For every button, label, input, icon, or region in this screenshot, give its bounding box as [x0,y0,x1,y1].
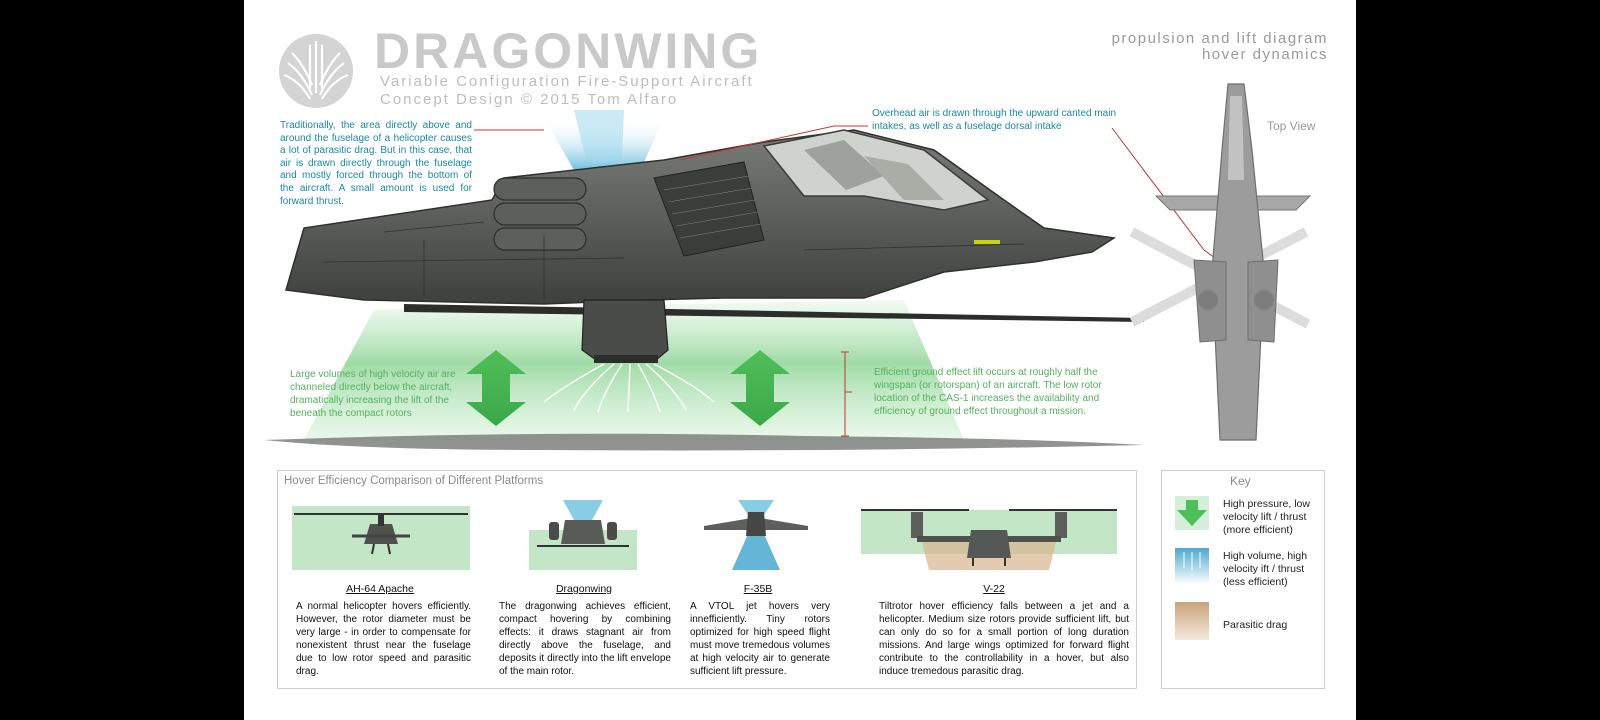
platform-desc-dragonwing: The dragonwing achieves efficient, compa… [499,601,671,677]
legend-label-parasitic-drag: Parasitic drag [1223,619,1288,631]
legend-title: Key [1230,474,1251,488]
parasitic-drag-annotation: Traditionally, the area directly above a… [280,120,472,207]
poster-credit: Concept Design © 2015 Tom Alfaro [380,91,679,108]
aircraft-side-view-illustration [264,83,1312,451]
lift-arrow-right-icon [730,350,790,426]
hover-comparison-panel [277,470,1137,689]
legend-label-high-volume: High volume, high velocity ift / thrust … [1223,550,1308,588]
platform-name-f35b: F-35B [743,583,773,595]
platform-name-dragonwing: Dragonwing [555,583,613,595]
apache-thumbnail-icon [292,506,470,570]
f35b-thumbnail-icon [704,500,808,570]
poster-subtitle: Variable Configuration Fire-Support Airc… [380,73,754,90]
dragonwing-logo-icon [279,34,353,108]
lift-arrow-left-icon [466,350,526,426]
comparison-title: Hover Efficiency Comparison of Different… [284,475,544,487]
platform-name-v22: V-22 [983,583,1005,595]
ground-effect-annotation: Efficient ground effect lift occurs at r… [874,367,1102,417]
intake-annotation: Overhead air is drawn through the upward… [872,108,1117,132]
platform-desc-apache: A normal helicopter hovers efficiently. … [296,601,471,677]
legend-label-high-pressure: High pressure, low velocity lift / thrus… [1223,498,1310,536]
high-volume-swatch-icon [1175,548,1209,584]
platform-desc-f35b: A VTOL jet hovers very innefficiently. T… [690,601,830,677]
v22-thumbnail-icon [861,509,1117,570]
legend-key-panel [1161,470,1325,689]
downwash-annotation: Large volumes of high velocity air are c… [290,369,456,419]
aircraft-top-view-illustration [1129,83,1312,441]
dragonwing-thumbnail-icon [529,500,637,570]
poster-title: DRAGONWING [374,23,763,79]
poster-sheet: DRAGONWING Variable Configuration Fire-S… [244,0,1356,720]
parasitic-drag-swatch-icon [1175,602,1209,640]
platform-desc-v22: Tiltrotor hover efficiency falls between… [879,601,1129,677]
diagram-topic-label: hover dynamics [1201,46,1328,63]
platform-name-apache: AH-64 Apache [346,583,414,595]
top-view-label: Top View [1267,119,1316,133]
diagram-type-label: propulsion and lift diagram [1111,30,1328,47]
high-pressure-swatch-icon [1175,496,1209,530]
